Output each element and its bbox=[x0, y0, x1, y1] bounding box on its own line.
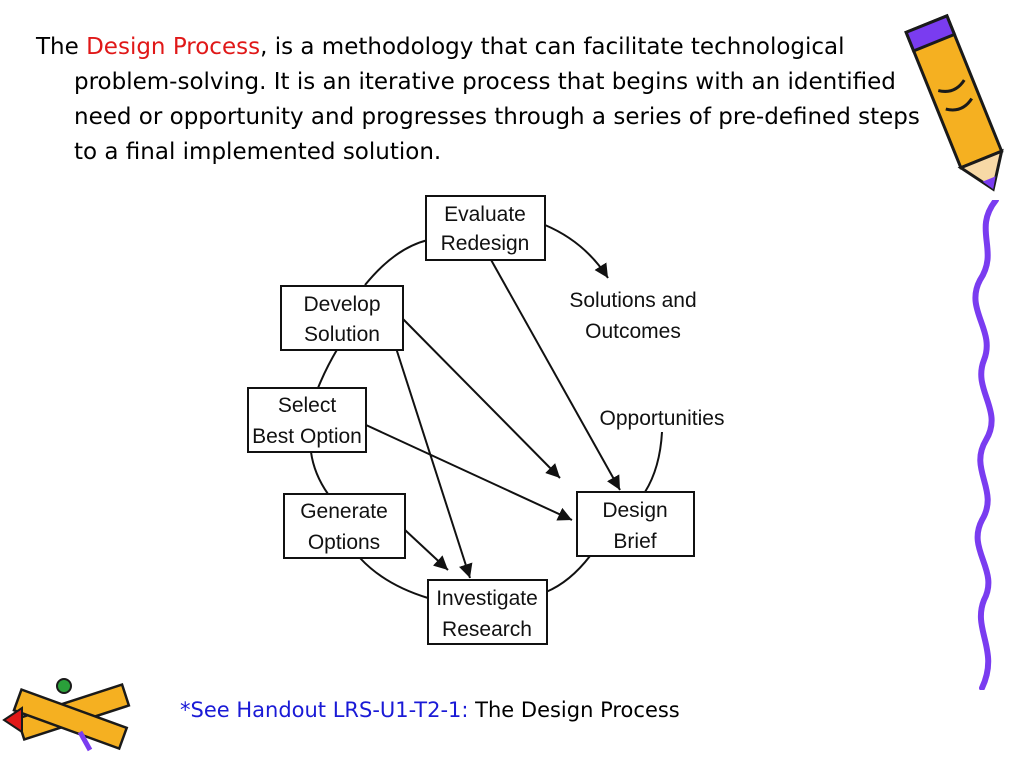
node-evaluate-line1: Evaluate bbox=[444, 203, 526, 226]
node-brief-line2: Brief bbox=[613, 530, 656, 553]
node-select-best-option: Select Best Option bbox=[247, 387, 367, 453]
cycle-arc-develop-to-evaluate bbox=[364, 239, 429, 286]
intro-paragraph: The Design Process, is a methodology tha… bbox=[36, 30, 934, 170]
label-opportunities: Opportunities bbox=[600, 407, 725, 430]
node-brief-line1: Design bbox=[602, 499, 667, 522]
cycle-arc-select-to-develop bbox=[317, 347, 339, 389]
footer-reference: *See Handout LRS-U1-T2-1: The Design Pro… bbox=[180, 698, 680, 722]
node-investigate-research: Investigate Research bbox=[427, 579, 548, 645]
node-design-brief: Design Brief bbox=[576, 491, 695, 557]
node-investigate-line1: Investigate bbox=[436, 587, 538, 610]
node-generate-line1: Generate bbox=[300, 500, 388, 523]
intro-rest: , is a methodology that can facilitate t… bbox=[74, 34, 920, 165]
node-evaluate-redesign: Evaluate Redesign bbox=[425, 195, 546, 261]
label-solutions-line1: Solutions and bbox=[569, 289, 696, 312]
handout-title: The Design Process bbox=[475, 698, 680, 722]
node-develop-line1: Develop bbox=[303, 293, 380, 316]
node-generate-line2: Options bbox=[308, 531, 380, 554]
cycle-arc-evaluate-to-solutions bbox=[544, 224, 609, 279]
node-generate-options: Generate Options bbox=[283, 493, 406, 559]
handout-reference-link[interactable]: *See Handout LRS-U1-T2-1: bbox=[180, 698, 476, 722]
intro-lead: The bbox=[36, 34, 87, 60]
cycle-arc-generate-to-select bbox=[310, 451, 329, 495]
node-evaluate-line2: Redesign bbox=[441, 232, 530, 255]
node-develop-solution: Develop Solution bbox=[280, 285, 404, 351]
arrow-develop-to-investigate bbox=[395, 347, 473, 579]
arrow-evaluate-to-brief bbox=[489, 257, 621, 491]
cycle-arc-opportunities-to-brief bbox=[644, 431, 663, 493]
label-solutions-line2: Outcomes bbox=[585, 320, 681, 343]
node-select-line2: Best Option bbox=[252, 425, 362, 448]
pencil-icon bbox=[904, 13, 1004, 192]
cycle-arc-investigate-to-generate bbox=[359, 557, 429, 599]
arrow-select-to-brief bbox=[365, 424, 573, 521]
cycle-arc-brief-to-investigate bbox=[545, 555, 591, 593]
node-select-line1: Select bbox=[278, 394, 337, 417]
process-arrows bbox=[365, 257, 621, 579]
intro-highlight: Design Process bbox=[86, 34, 261, 60]
node-investigate-line2: Research bbox=[442, 618, 532, 641]
squiggle-border-decoration bbox=[972, 200, 999, 690]
arrow-develop-to-brief bbox=[401, 317, 561, 479]
arrow-generate-to-investigate bbox=[404, 529, 449, 571]
node-develop-line2: Solution bbox=[304, 323, 380, 346]
crossed-pencils-icon bbox=[2, 678, 131, 752]
cycle-ring bbox=[310, 224, 663, 599]
